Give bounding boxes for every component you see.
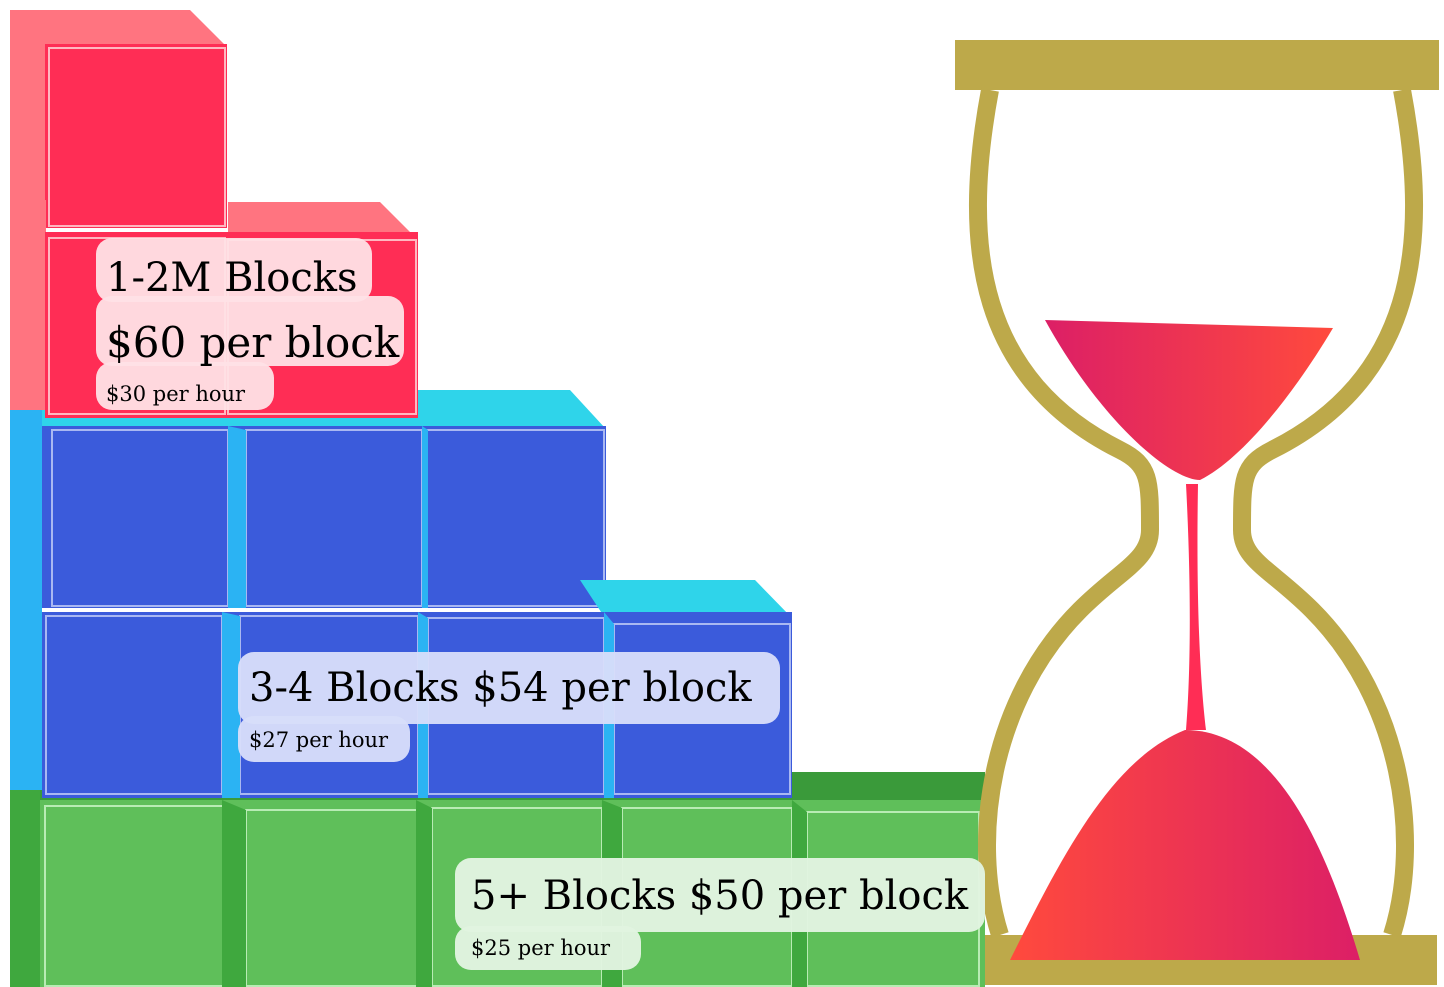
tier-2-rate: $27 per hour: [249, 728, 389, 752]
tier-1-rate: $30 per hour: [106, 382, 246, 406]
tier-3-rate: $25 per hour: [471, 936, 611, 960]
tier-2-title: 3-4 Blocks $54 per block: [249, 665, 752, 711]
tier-1-title: 1-2M Blocks: [106, 255, 358, 301]
blue-block-row-upper: [10, 390, 606, 608]
tier-1-price: $60 per block: [106, 318, 400, 367]
tier-3-title: 5+ Blocks $50 per block: [471, 873, 969, 919]
hourglass-icon: [955, 40, 1439, 985]
